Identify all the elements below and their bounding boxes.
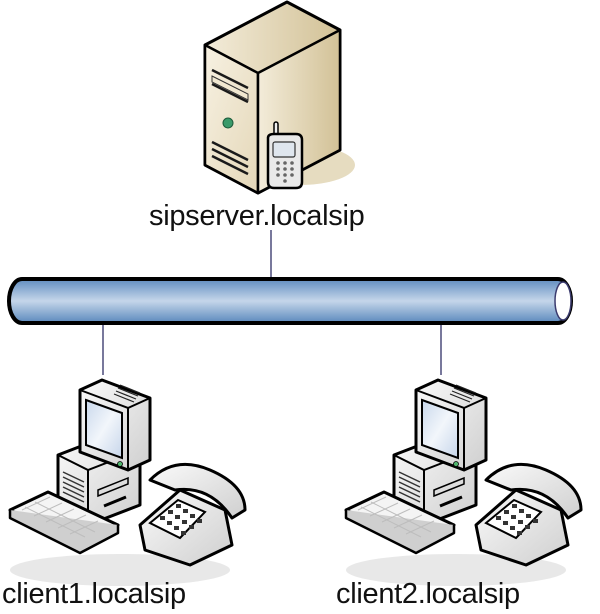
client1-workstation-icon — [8, 378, 247, 588]
server-label: sipserver.localsip — [149, 200, 365, 232]
client2-label: client2.localsip — [336, 578, 520, 610]
client1-label: client1.localsip — [2, 578, 186, 610]
server-icon — [203, 0, 355, 195]
network-bus — [7, 277, 573, 325]
client2-workstation-icon — [344, 378, 583, 588]
mobile-phone-icon — [266, 121, 304, 190]
